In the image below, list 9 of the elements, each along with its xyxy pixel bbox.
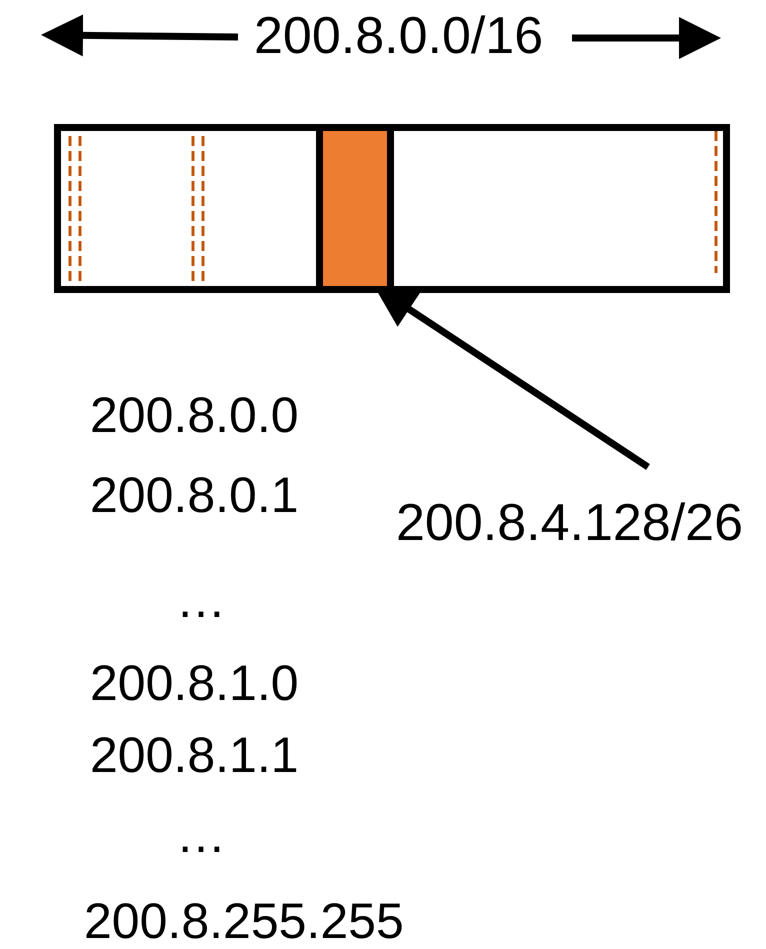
address-text: … (176, 573, 226, 628)
address-text: … (176, 808, 226, 863)
address-text: 200.8.0.0 (90, 388, 299, 443)
address-text: 200.8.1.1 (90, 728, 299, 783)
address-text: 200.8.255.255 (84, 894, 404, 949)
address-text: 200.8.0.1 (90, 468, 299, 523)
address-text: 200.8.4.128/26 (396, 495, 743, 552)
highlighted-subnet-block (316, 131, 394, 286)
address-text: 200.8.1.0 (90, 656, 299, 711)
